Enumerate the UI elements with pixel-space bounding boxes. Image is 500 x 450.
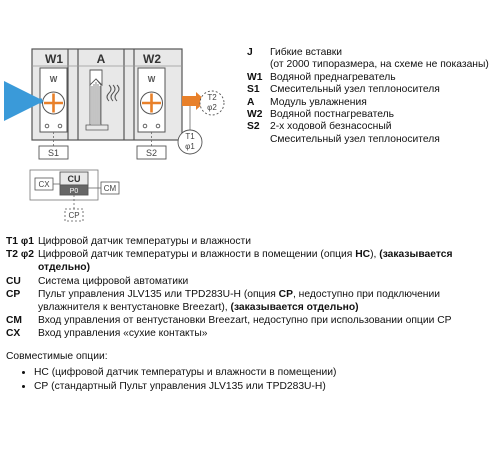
t1-label: T1 (185, 132, 195, 141)
compat-item: НС (цифровой датчик температуры и влажно… (34, 366, 496, 379)
legend-row: Смесительный узел теплоносителя (247, 134, 497, 146)
legend-code: S1 (247, 84, 260, 96)
t1-sensor (177, 129, 203, 155)
cu-title: CU (68, 174, 81, 184)
legend-text: Водяной преднагреватель (270, 71, 396, 83)
legend-code: W1 (247, 71, 263, 83)
air-outlet-duct (182, 96, 196, 106)
legend-row: S1 Смесительный узел теплоносителя (247, 84, 497, 96)
compat-list: НС (цифровой датчик температуры и влажно… (6, 366, 496, 393)
s1-label: S1 (48, 148, 59, 158)
legend-cp: CP Пульт управления JLV135 или TPD283U-H… (6, 288, 440, 314)
w1-label: W1 (45, 52, 63, 66)
legend-text: Смесительный узел теплоносителя (270, 84, 440, 96)
s2-box (136, 145, 167, 160)
cm-label: CM (104, 184, 117, 193)
legend-code: J (247, 47, 253, 58)
legend-cu: CU Система цифровой автоматики (6, 275, 189, 287)
legend-row: A Модуль увлажнения (247, 97, 497, 109)
legend-text: Модуль увлажнения (270, 96, 367, 108)
legend-row: W1 Водяной преднагреватель (247, 72, 497, 84)
legend-t2: T2 φ2 Цифровой датчик температуры и влаж… (6, 249, 453, 274)
s1-box (38, 145, 69, 160)
cu-p0: P0 (70, 188, 79, 195)
legend-text: Гибкие вставки (270, 47, 343, 58)
cx-label: CX (38, 180, 50, 189)
unit-schematic: W1 A W2 W W S1 S2 T2 φ2 (4, 48, 225, 222)
cp-box (64, 208, 84, 222)
a-label: A (97, 52, 106, 66)
humidifier-module (85, 69, 120, 131)
compatible-options: Совместимые опции: НС (цифровой датчик т… (6, 350, 496, 393)
legend-cm: CM Вход управления от вентустановки Bree… (6, 315, 452, 327)
legend-row: S2 2-х ходовой безнасосный (247, 121, 497, 133)
t2-label: T2 (207, 93, 217, 102)
t1-phi: φ1 (185, 142, 195, 151)
legend-text: (от 2000 типоразмера, на схеме не показа… (270, 59, 489, 71)
legend-code (247, 134, 270, 146)
legend-code: W2 (247, 109, 263, 121)
s2-label: S2 (146, 148, 157, 158)
legend-row: (от 2000 типоразмера, на схеме не показа… (247, 59, 497, 71)
w1-heater-letter: W (50, 75, 58, 84)
cp-label: CP (68, 211, 79, 220)
components-legend: J Гибкие вставки(от 2000 типоразмера, на … (247, 47, 497, 146)
legend-text: 2-х ходовой безнасосный (270, 121, 392, 133)
legend-code: A (247, 96, 255, 108)
legend-cx: CX Вход управления «сухие контакты» (6, 328, 208, 340)
w2-heater-letter: W (148, 75, 156, 84)
legend-row: W2 Водяной постнагреватель (247, 109, 497, 121)
compat-title: Совместимые опции: (6, 351, 108, 362)
legend-code (247, 59, 270, 71)
compat-item: СР (стандартный Пульт управления JLV135 … (34, 380, 496, 393)
legend-t1: T1 φ1 Цифровой датчик температуры и влаж… (6, 236, 251, 247)
t2-sensor (199, 90, 225, 116)
legend-row: J Гибкие вставки (247, 47, 497, 59)
legend-code: S2 (247, 121, 260, 133)
legend-text: Водяной постнагреватель (270, 109, 394, 121)
w2-label: W2 (143, 52, 161, 66)
t2-phi: φ2 (207, 103, 217, 112)
automation-legend: T1 φ1 Цифровой датчик температуры и влаж… (6, 235, 496, 341)
legend-text: Смесительный узел теплоносителя (270, 133, 440, 145)
